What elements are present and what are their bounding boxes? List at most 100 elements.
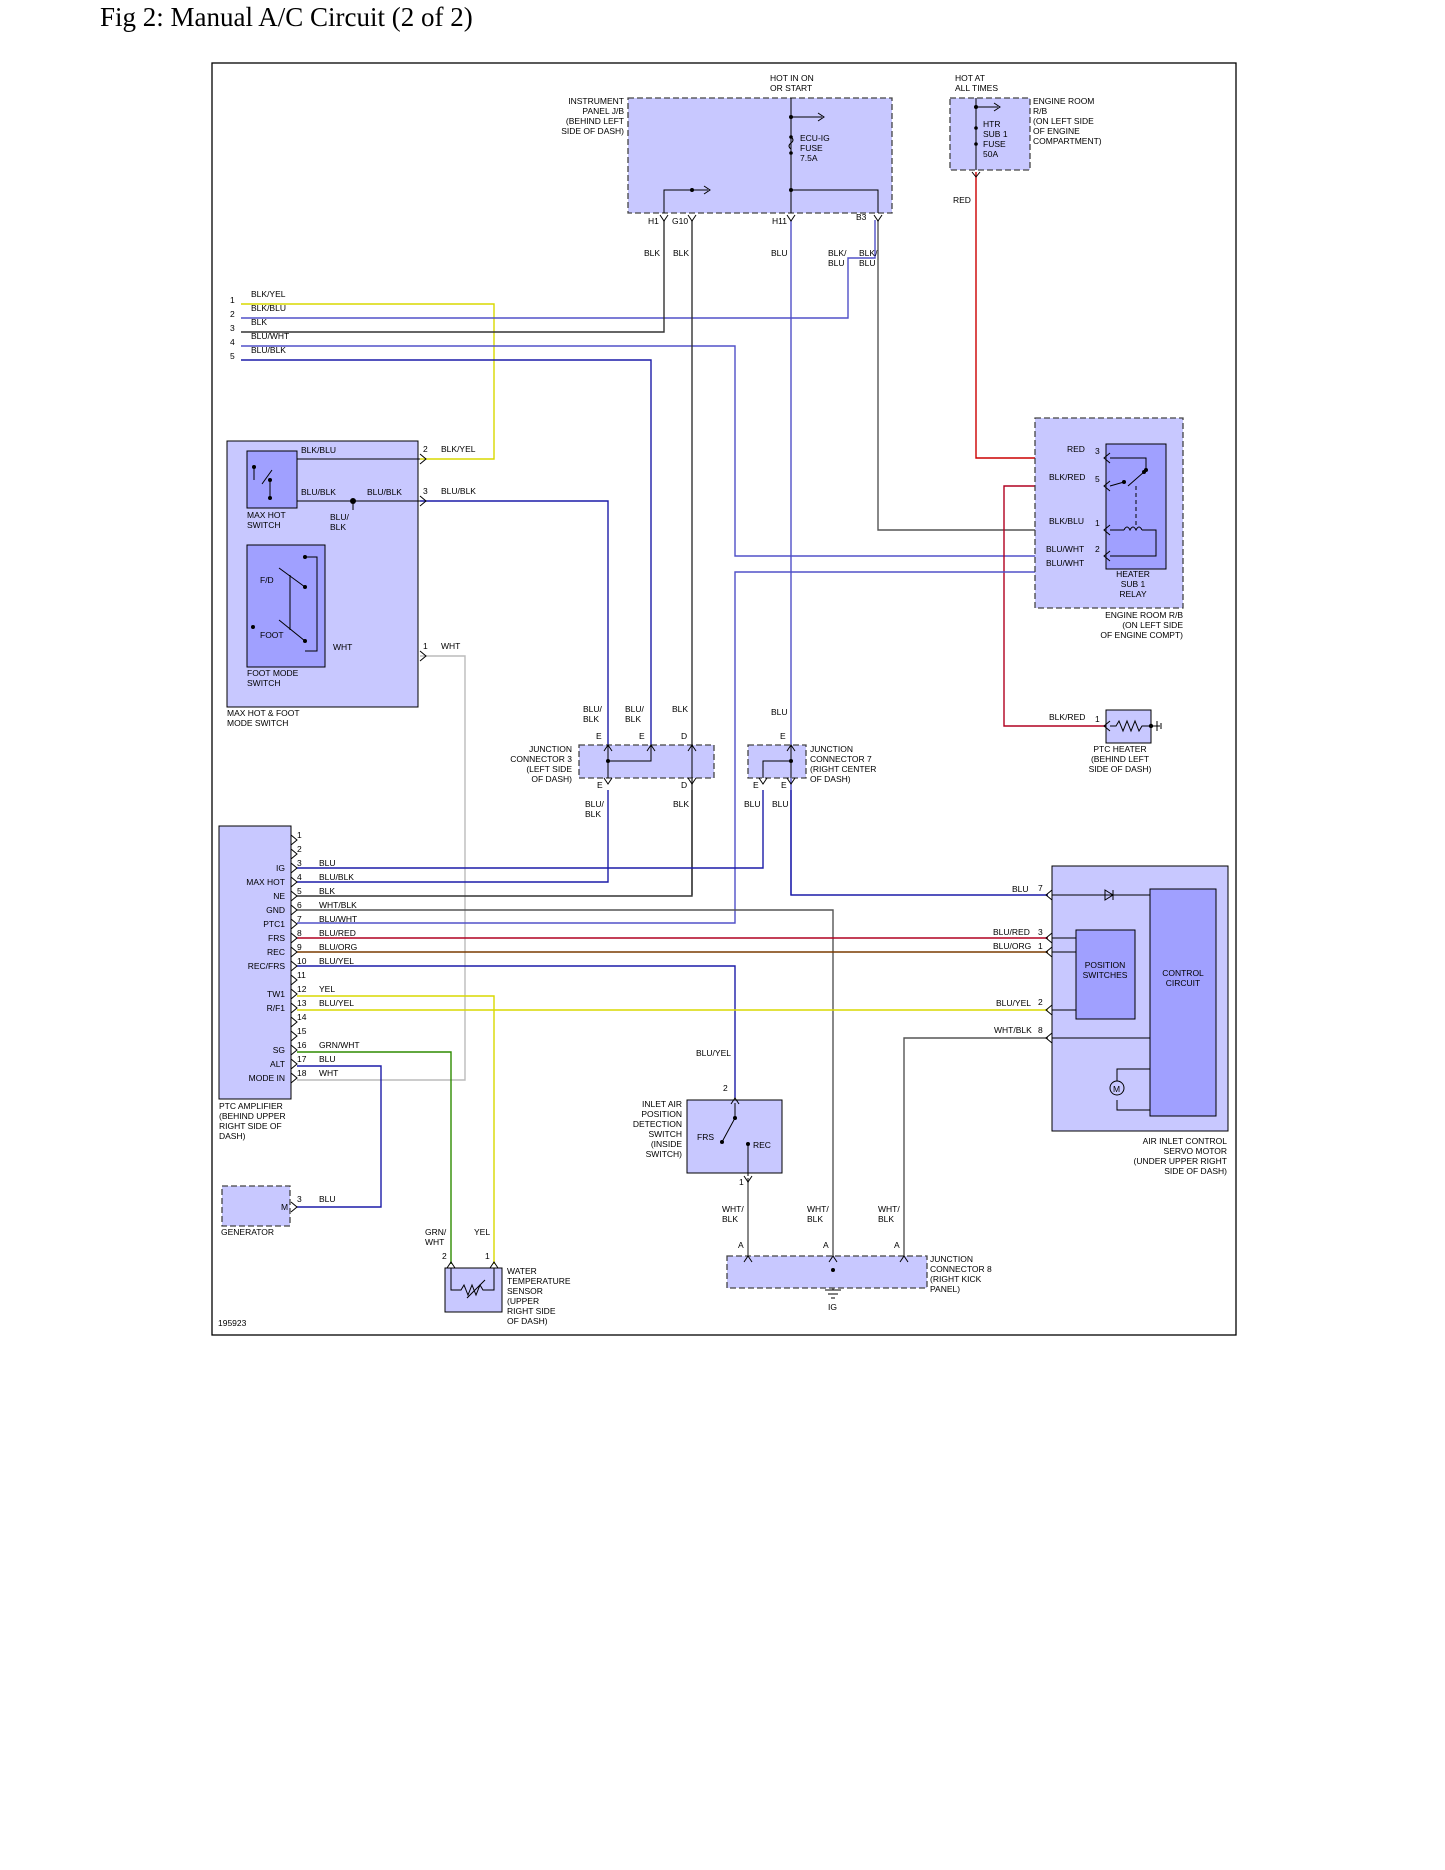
amp-pin-mark <box>290 1044 298 1056</box>
svg-text:1: 1 <box>739 1177 744 1187</box>
amp-terminal-name: TW1 <box>267 989 285 999</box>
amp-pin-mark <box>290 988 298 1000</box>
svg-text:BLU/BLK: BLU/BLK <box>330 512 350 532</box>
wire-red: RED <box>953 195 971 205</box>
amp-terminal-name: REC <box>267 947 285 957</box>
amp-pin-number: 7 <box>297 914 302 924</box>
svg-text:D: D <box>681 780 687 790</box>
amp-pin-mark <box>290 974 298 986</box>
svg-text:BLU: BLU <box>319 1194 336 1204</box>
svg-text:1: 1 <box>230 295 235 305</box>
amp-pin-mark <box>290 1058 298 1070</box>
svg-text:2: 2 <box>1095 544 1100 554</box>
svg-text:BLK: BLK <box>673 799 689 809</box>
pin-h1: H1 <box>648 216 659 226</box>
svg-text:BLU/WHT: BLU/WHT <box>1046 544 1084 554</box>
wires <box>241 172 1110 1290</box>
svg-text:4: 4 <box>230 337 235 347</box>
amp-terminal-name: SG <box>273 1045 285 1055</box>
amp-terminal-name: PTC1 <box>263 919 285 929</box>
svg-text:2: 2 <box>230 309 235 319</box>
amp-pin-number: 10 <box>297 956 307 966</box>
amp-wire-color: WHT <box>319 1068 338 1078</box>
amp-wire-color: BLU/ORG <box>319 942 357 952</box>
wire-blu: BLU <box>771 248 788 258</box>
svg-text:BLU/YEL: BLU/YEL <box>996 998 1031 1008</box>
wire-blkblu-1: BLK/BLU <box>828 248 847 268</box>
svg-text:FOOT: FOOT <box>260 630 284 640</box>
svg-text:BLU/WHT: BLU/WHT <box>1046 558 1084 568</box>
svg-text:BLU/BLK: BLU/BLK <box>441 486 476 496</box>
svg-text:BLU: BLU <box>1012 884 1029 894</box>
engine-room-rb <box>949 97 1031 178</box>
amp-pin-number: 8 <box>297 928 302 938</box>
svg-text:BLU/ORG: BLU/ORG <box>993 941 1031 951</box>
amp-terminal-name: R/F1 <box>267 1003 286 1013</box>
svg-text:BLU/RED: BLU/RED <box>993 927 1030 937</box>
svg-text:YEL: YEL <box>474 1227 490 1237</box>
svg-text:BLK/YEL: BLK/YEL <box>251 289 286 299</box>
svg-text:BLK/YEL: BLK/YEL <box>441 444 476 454</box>
amp-wire-color: YEL <box>319 984 335 994</box>
amp-wire-color: BLU/RED <box>319 928 356 938</box>
amp-pin-mark <box>290 1016 298 1028</box>
amp-terminal-name: REC/FRS <box>248 961 286 971</box>
svg-text:3: 3 <box>1038 927 1043 937</box>
amp-pin-number: 15 <box>297 1026 307 1036</box>
svg-text:BLU: BLU <box>744 799 761 809</box>
svg-text:BLU/BLK: BLU/BLK <box>367 487 402 497</box>
svg-text:D: D <box>681 731 687 741</box>
amp-pin-number: 9 <box>297 942 302 952</box>
amp-pin-mark <box>290 848 298 860</box>
amp-pin-mark <box>290 862 298 874</box>
svg-text:F/D: F/D <box>260 575 274 585</box>
amp-wire-color: BLU/YEL <box>319 956 354 966</box>
svg-text:M: M <box>281 1202 288 1212</box>
svg-text:BLK/BLU: BLK/BLU <box>251 303 286 313</box>
svg-text:FRS: FRS <box>697 1132 714 1142</box>
svg-text:BLK/RED: BLK/RED <box>1049 472 1085 482</box>
svg-text:2: 2 <box>723 1083 728 1093</box>
pin-b3: B3 <box>856 212 867 222</box>
amp-pin-mark <box>290 1002 298 1014</box>
amp-pin-number: 18 <box>297 1068 307 1078</box>
svg-text:RED: RED <box>1067 444 1085 454</box>
svg-text:REC: REC <box>753 1140 771 1150</box>
amp-wire-color: BLU <box>319 1054 336 1064</box>
svg-text:2: 2 <box>423 444 428 454</box>
amp-pin-mark <box>290 834 298 846</box>
ip-junction-block <box>627 97 893 222</box>
amp-terminal-name: GND <box>266 905 285 915</box>
svg-text:BLU/BLK: BLU/BLK <box>625 704 645 724</box>
amp-pin-number: 1 <box>297 830 302 840</box>
svg-text:8: 8 <box>1038 1025 1043 1035</box>
amp-pin-mark <box>290 876 298 888</box>
amp-pin-mark <box>290 890 298 902</box>
svg-text:3: 3 <box>1095 446 1100 456</box>
amp-wire-color: BLK <box>319 886 335 896</box>
amp-terminal-name: NE <box>273 891 285 901</box>
svg-text:BLU/BLK: BLU/BLK <box>585 799 605 819</box>
svg-text:BLK: BLK <box>672 704 688 714</box>
amp-wire-color: BLU/WHT <box>319 914 357 924</box>
svg-text:1: 1 <box>485 1251 490 1261</box>
svg-text:1: 1 <box>1095 518 1100 528</box>
svg-text:WHT: WHT <box>441 641 460 651</box>
svg-text:E: E <box>753 780 759 790</box>
svg-text:E: E <box>639 731 645 741</box>
